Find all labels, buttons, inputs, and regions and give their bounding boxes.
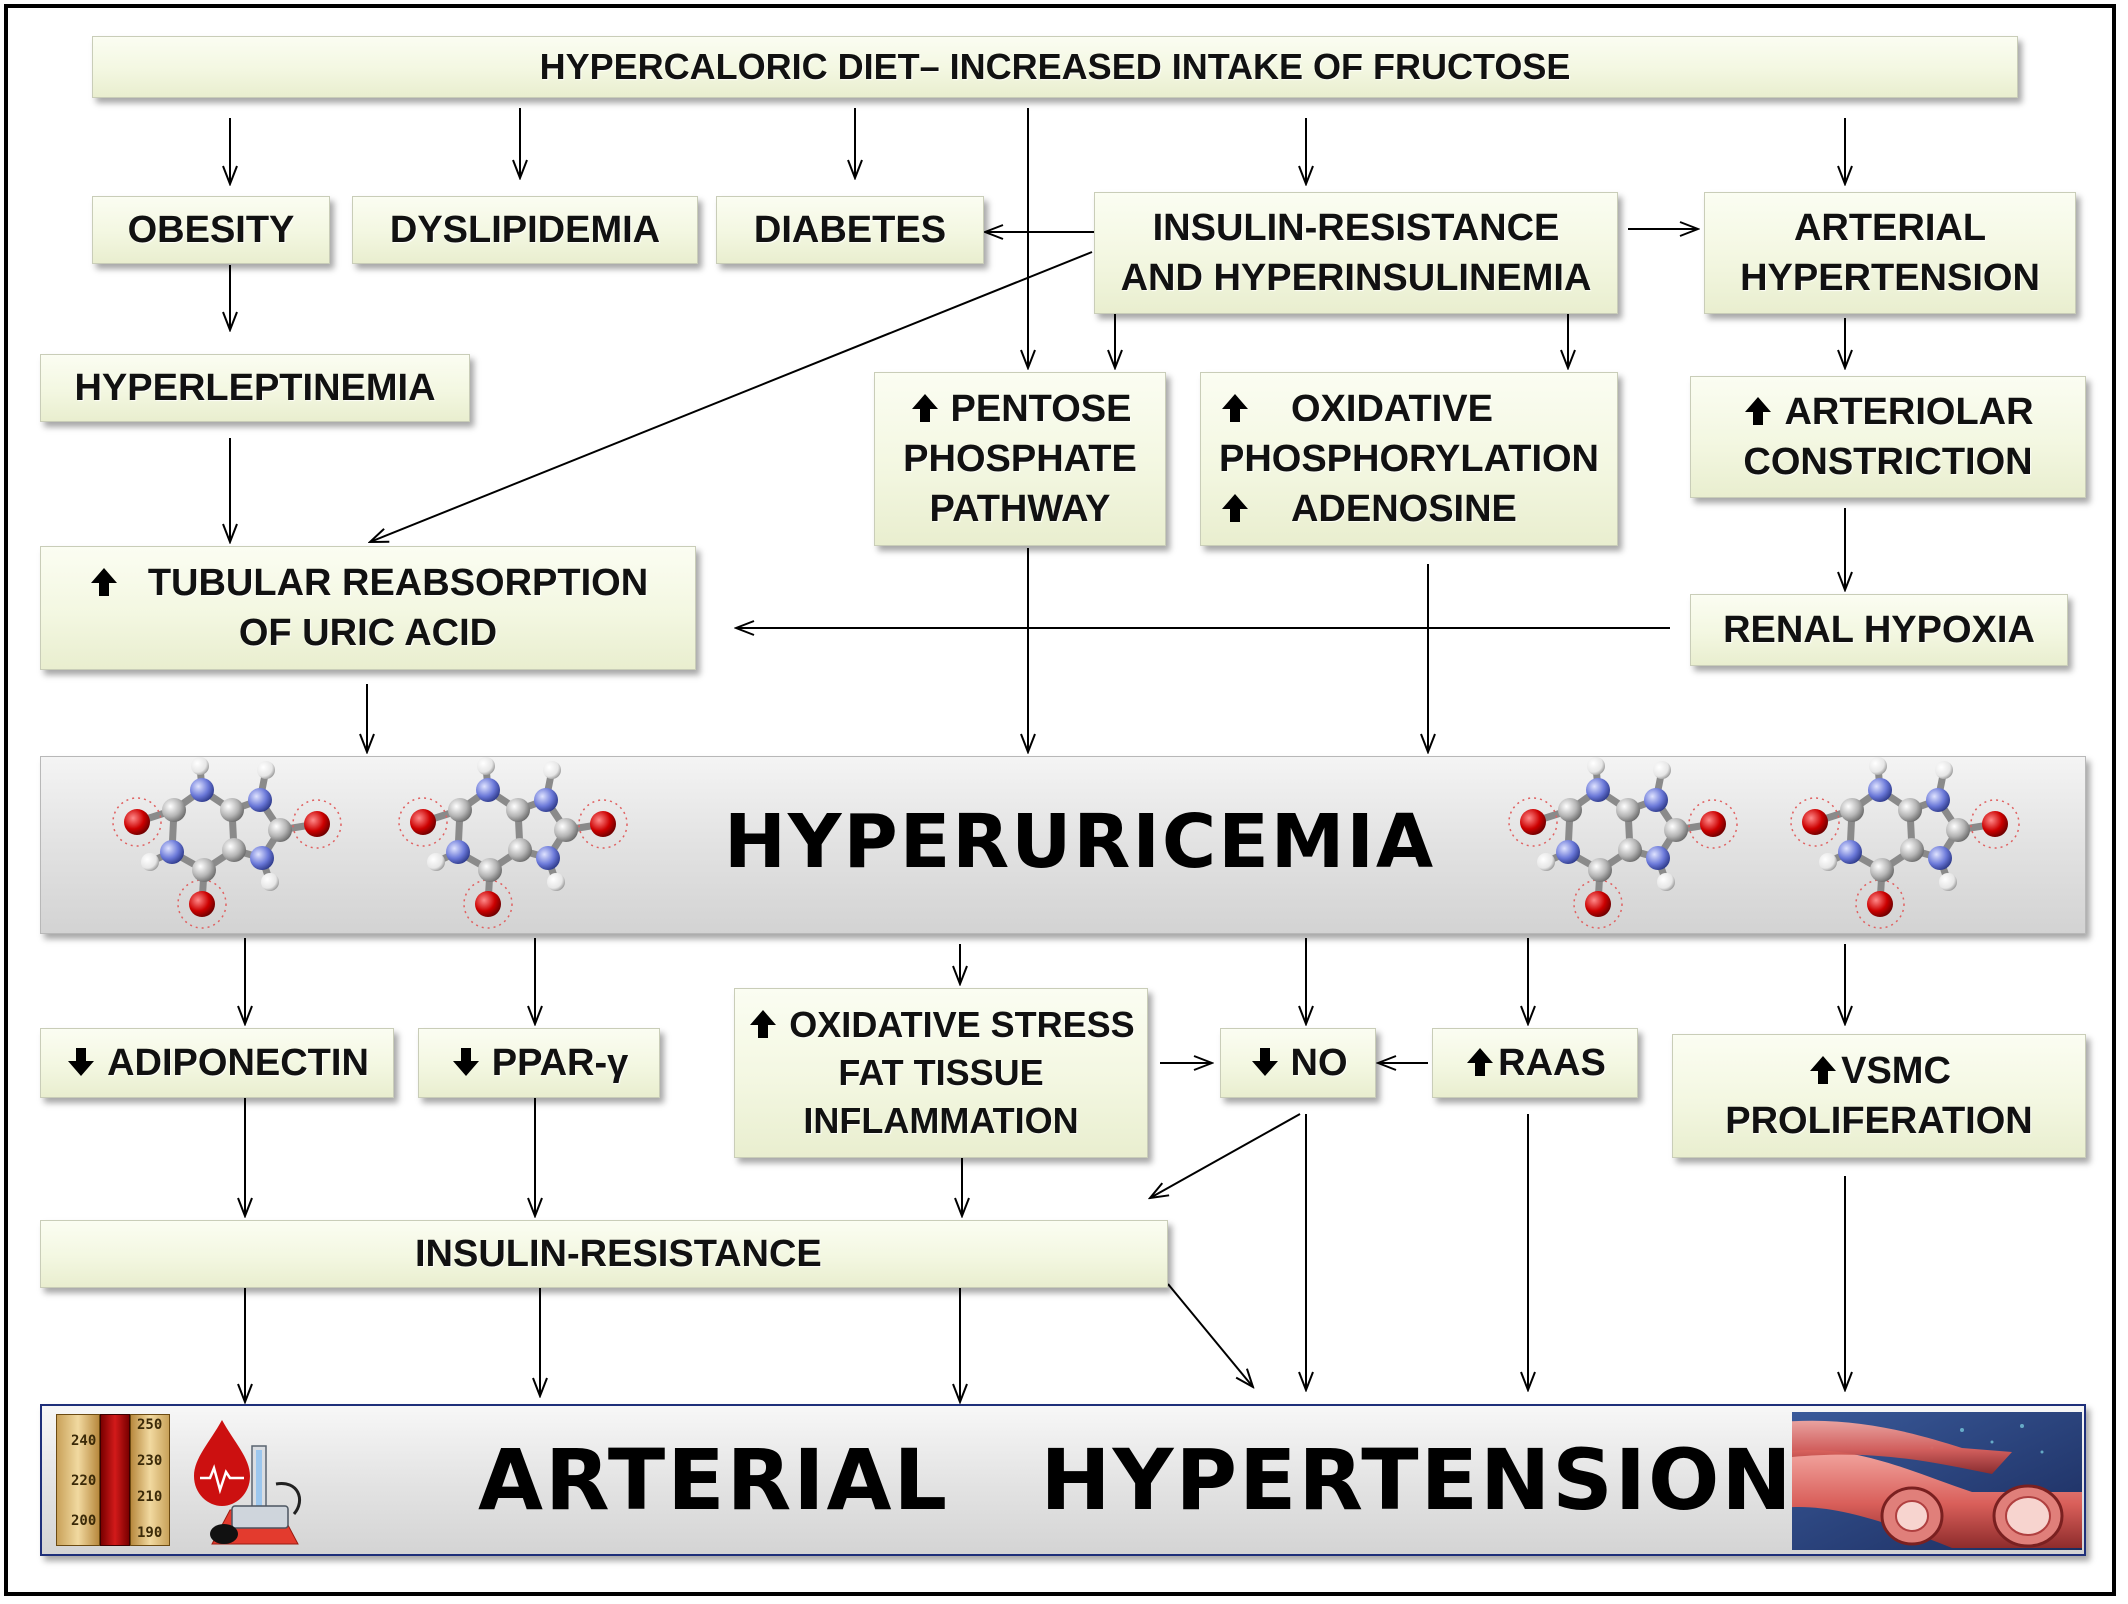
dyslipidemia-box: DYSLIPIDEMIA — [352, 196, 698, 264]
connectors — [230, 108, 1845, 1402]
blood-drop-icon — [194, 1420, 250, 1506]
diabetes-box: DIABETES — [716, 196, 984, 264]
gauge-tick-label: 240 — [71, 1433, 97, 1449]
arteriolar-line-1: ARTERIOLAR — [1742, 387, 2034, 437]
gauge-tick-label: 220 — [71, 1473, 97, 1489]
adiponectin-box: ADIPONECTIN — [40, 1028, 394, 1098]
arteriolar-constriction-box: ARTERIOLAR CONSTRICTION — [1690, 376, 2086, 498]
uric-acid-molecule — [1509, 757, 1737, 928]
pentose-line-3: PATHWAY — [929, 488, 1111, 530]
hyperuricemia-title: HYPERURICEMIA — [724, 799, 1436, 885]
stress-line-1: OXIDATIVE STRESS — [747, 1001, 1135, 1049]
vsmc-line-2: PROLIFERATION — [1725, 1100, 2033, 1142]
arterial-hypertension-title: ARTERIAL HYPERTENSION — [478, 1431, 1794, 1529]
stress-line-2: FAT TISSUE — [838, 1052, 1044, 1093]
outer-frame — [4, 4, 2116, 1596]
arrow-up-icon — [1745, 397, 1772, 425]
gauge-tick-label: 210 — [137, 1489, 163, 1505]
insulin-resistance-label: INSULIN-RESISTANCE — [415, 1233, 822, 1275]
arrow-up-icon — [750, 1010, 777, 1038]
oxidative-phosphorylation-box: OXIDATIVE PHOSPHORYLATION ADENOSINE — [1200, 372, 1618, 546]
hyperleptinemia-label: HYPERLEPTINEMIA — [74, 367, 436, 409]
pentose-line-1: PENTOSE — [903, 384, 1137, 434]
hyperuricemia-band — [40, 756, 2086, 934]
vsmc-line-1: VSMC — [1725, 1046, 2033, 1096]
adiponectin-line: ADIPONECTIN — [65, 1038, 369, 1088]
oxidative-line-3: ADENOSINE — [1219, 484, 1599, 534]
insulin-resistance-box: INSULIN-RESISTANCE — [40, 1220, 1168, 1288]
no-line: NO — [1249, 1038, 1348, 1088]
arterial-hypertension-band — [40, 1404, 2086, 1556]
obesity-box: OBESITY — [92, 196, 330, 264]
arrow-down-icon — [68, 1048, 95, 1076]
gauge-scale-right: 250 230 210 190 — [130, 1414, 170, 1546]
gauge-tick-label: 250 — [137, 1417, 163, 1433]
arrow-up-icon — [1221, 394, 1248, 422]
diabetes-label: DIABETES — [753, 209, 947, 251]
arrow-up-icon — [1810, 1056, 1837, 1084]
raas-line: RAAS — [1464, 1038, 1606, 1088]
stress-line-3: INFLAMMATION — [803, 1100, 1079, 1141]
insulin-hyperinsulinemia-box: INSULIN-RESISTANCE AND HYPERINSULINEMIA — [1094, 192, 1618, 314]
arrow-up-icon — [911, 394, 938, 422]
uric-acid-molecule — [113, 757, 341, 928]
tubular-line-1: TUBULAR REABSORPTION — [88, 558, 648, 608]
hypertension-line-1: ARTERIAL — [1793, 207, 1987, 249]
arrow-up-icon — [90, 568, 117, 596]
ppar-line: PPAR-γ — [450, 1038, 628, 1088]
arteriolar-line-2: CONSTRICTION — [1743, 441, 2033, 483]
oxidative-line-1: OXIDATIVE — [1219, 384, 1599, 434]
raas-box: RAAS — [1432, 1028, 1638, 1098]
oxidative-stress-box: OXIDATIVE STRESS FAT TISSUE INFLAMMATION — [734, 988, 1148, 1158]
arrow-up-icon — [1221, 494, 1248, 522]
bulb-icon — [210, 1524, 238, 1544]
renal-hypoxia-label: RENAL HYPOXIA — [1723, 609, 2035, 651]
dyslipidemia-label: DYSLIPIDEMIA — [389, 209, 661, 251]
tubular-reabsorption-box: TUBULAR REABSORPTION OF URIC ACID — [40, 546, 696, 670]
uric-acid-molecule — [1791, 757, 2019, 928]
vsmc-proliferation-box: VSMC PROLIFERATION — [1672, 1034, 2086, 1158]
arrow-down-icon — [452, 1048, 479, 1076]
insulin-line-1: INSULIN-RESISTANCE — [1152, 207, 1560, 249]
insulin-line-2: AND HYPERINSULINEMIA — [1120, 257, 1592, 299]
arrow-down-icon — [1251, 1048, 1278, 1076]
diet-box: HYPERCALORIC DIET– INCREASED INTAKE OF F… — [92, 36, 2018, 98]
hypertension-line-2: HYPERTENSION — [1740, 257, 2040, 299]
oxidative-line-2: PHOSPHORYLATION — [1218, 438, 1600, 480]
diet-label: HYPERCALORIC DIET– INCREASED INTAKE OF F… — [539, 46, 1571, 87]
ppar-gamma-box: PPAR-γ — [418, 1028, 660, 1098]
gauge-scale-left: 240 220 200 — [56, 1414, 100, 1546]
uric-acid-molecule — [399, 757, 627, 928]
arrow-up-icon — [1467, 1048, 1494, 1076]
arterial-hypertension-top-box: ARTERIAL HYPERTENSION — [1704, 192, 2076, 314]
gauge-tick-label: 230 — [137, 1453, 163, 1469]
obesity-label: OBESITY — [127, 209, 295, 251]
hyperleptinemia-box: HYPERLEPTINEMIA — [40, 354, 470, 422]
renal-hypoxia-box: RENAL HYPOXIA — [1690, 594, 2068, 666]
pentose-line-2: PHOSPHATE — [903, 438, 1137, 480]
artery-illustration — [1792, 1412, 2082, 1550]
thermometer-column — [100, 1414, 130, 1546]
gauge-tick-label: 200 — [71, 1513, 97, 1529]
gauge-tick-label: 190 — [137, 1525, 163, 1541]
no-box: NO — [1220, 1028, 1376, 1098]
blood-pressure-icon — [194, 1420, 301, 1545]
tubular-line-2: OF URIC ACID — [238, 612, 498, 654]
pentose-phosphate-box: PENTOSE PHOSPHATE PATHWAY — [874, 372, 1166, 546]
